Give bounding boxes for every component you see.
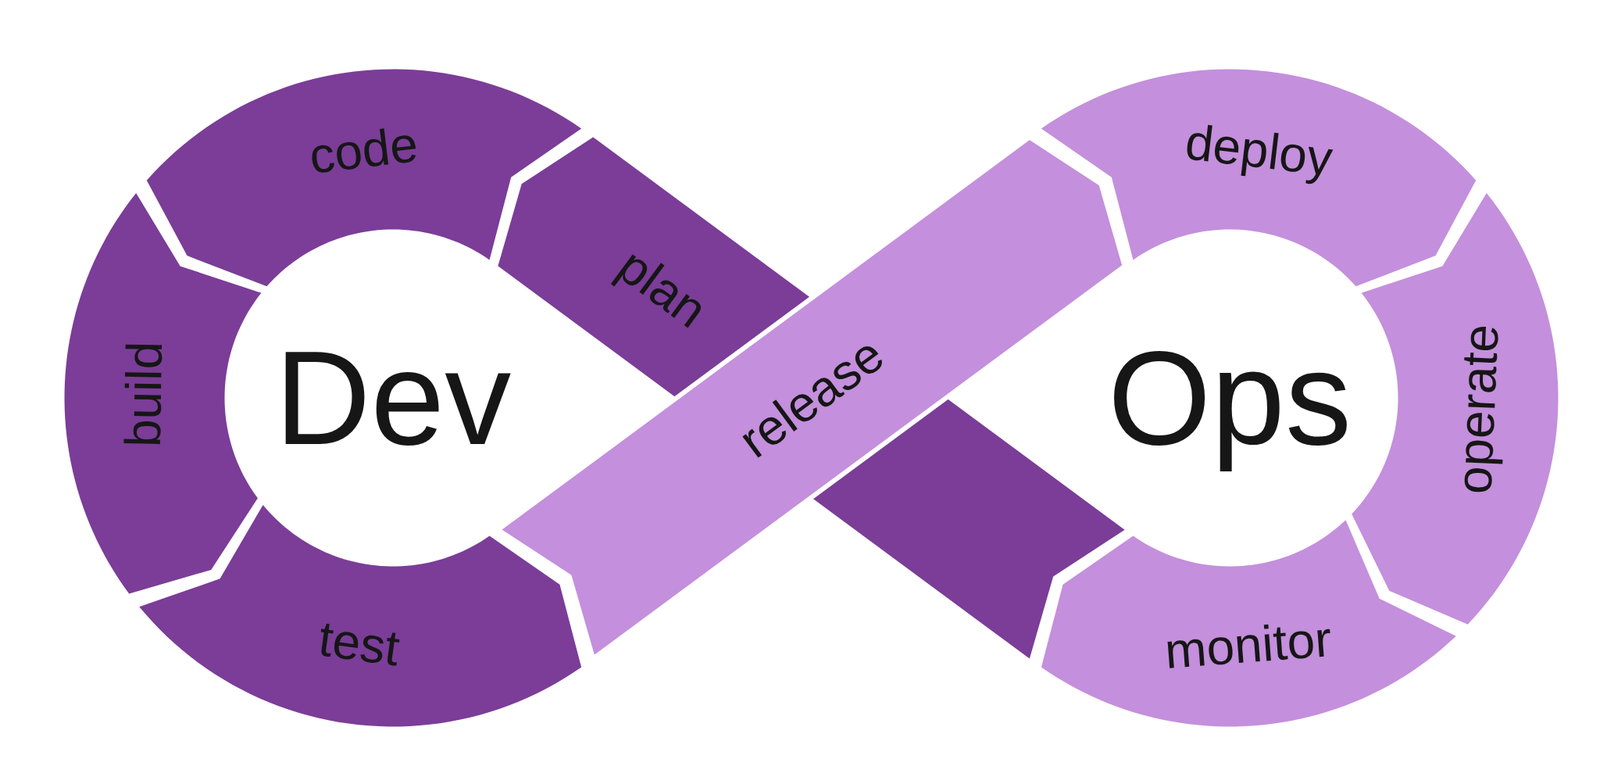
arrow-segment: test: [307, 605, 412, 683]
stage-label: monitor: [1163, 610, 1335, 680]
arrow-band: [497, 136, 1125, 658]
arrow-band: [146, 69, 582, 287]
stage-label: code: [306, 115, 422, 186]
arrow-band: [497, 136, 1125, 658]
loop-title: Ops: [1107, 325, 1352, 472]
loop-title: Dev: [275, 325, 511, 472]
arrow-band: [1351, 192, 1558, 625]
stage-label: test: [315, 610, 404, 679]
stage-label: operate: [1445, 322, 1511, 496]
arrow-segment: build: [111, 332, 179, 455]
arrow-segment: operate: [1442, 314, 1515, 503]
stage-label: build: [114, 339, 175, 447]
arrow-band: [1041, 519, 1457, 726]
arrow-band: [64, 192, 262, 594]
